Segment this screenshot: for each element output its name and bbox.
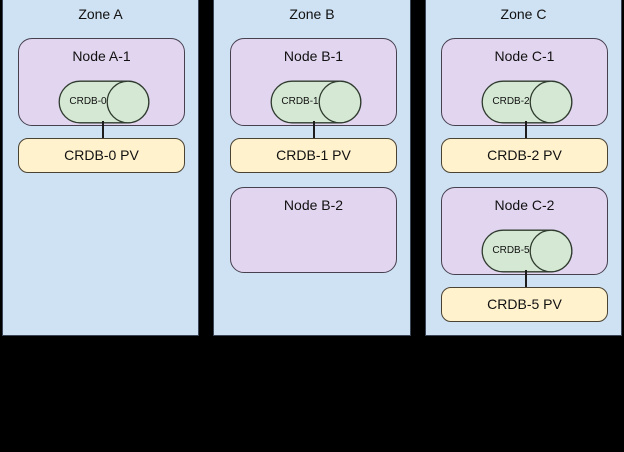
node-container-a-1: Node A-1 CRDB-0 <box>18 38 185 126</box>
database-cylinder: CRDB-2 <box>481 80 573 124</box>
database-cylinder: CRDB-1 <box>270 80 362 124</box>
volume-box: CRDB-5 PV <box>441 287 608 322</box>
node-title: Node B-1 <box>283 48 344 64</box>
volume-label: CRDB-1 PV <box>276 147 351 163</box>
zone-container-b: Zone B Node B-1 CRDB-1 CRDB-1 PV Node B-… <box>213 0 411 336</box>
node-title: Node A-1 <box>72 48 131 64</box>
zone-title: Zone C <box>500 6 547 22</box>
volume-label: CRDB-5 PV <box>487 296 562 312</box>
zone-title: Zone A <box>78 6 123 22</box>
volume-label: CRDB-0 PV <box>64 147 139 163</box>
database-cylinder: CRDB-0 <box>58 80 150 124</box>
database-cylinder: CRDB-5 <box>481 229 573 273</box>
zone-title: Zone B <box>289 6 335 22</box>
zone-container-a: Zone A Node A-1 CRDB-0 CRDB-0 PV <box>2 0 199 336</box>
node-container-c-1: Node C-1 CRDB-2 <box>441 38 608 126</box>
zone-container-c: Zone C Node C-1 CRDB-2 CRDB-2 PV Node C-… <box>425 0 622 336</box>
node-to-volume-connector <box>525 121 527 139</box>
volume-label: CRDB-2 PV <box>487 147 562 163</box>
node-to-volume-connector <box>102 121 104 139</box>
volume-box: CRDB-0 PV <box>18 138 185 173</box>
node-to-volume-connector <box>313 121 315 139</box>
node-container-c-2: Node C-2 CRDB-5 <box>441 187 608 275</box>
node-title: Node C-1 <box>494 48 555 64</box>
node-container-b-1: Node B-1 CRDB-1 <box>230 38 397 126</box>
node-title: Node B-2 <box>283 197 344 213</box>
volume-box: CRDB-2 PV <box>441 138 608 173</box>
volume-box: CRDB-1 PV <box>230 138 397 173</box>
node-to-volume-connector <box>525 270 527 288</box>
node-container-b-2: Node B-2 <box>230 187 397 273</box>
node-title: Node C-2 <box>494 197 555 213</box>
